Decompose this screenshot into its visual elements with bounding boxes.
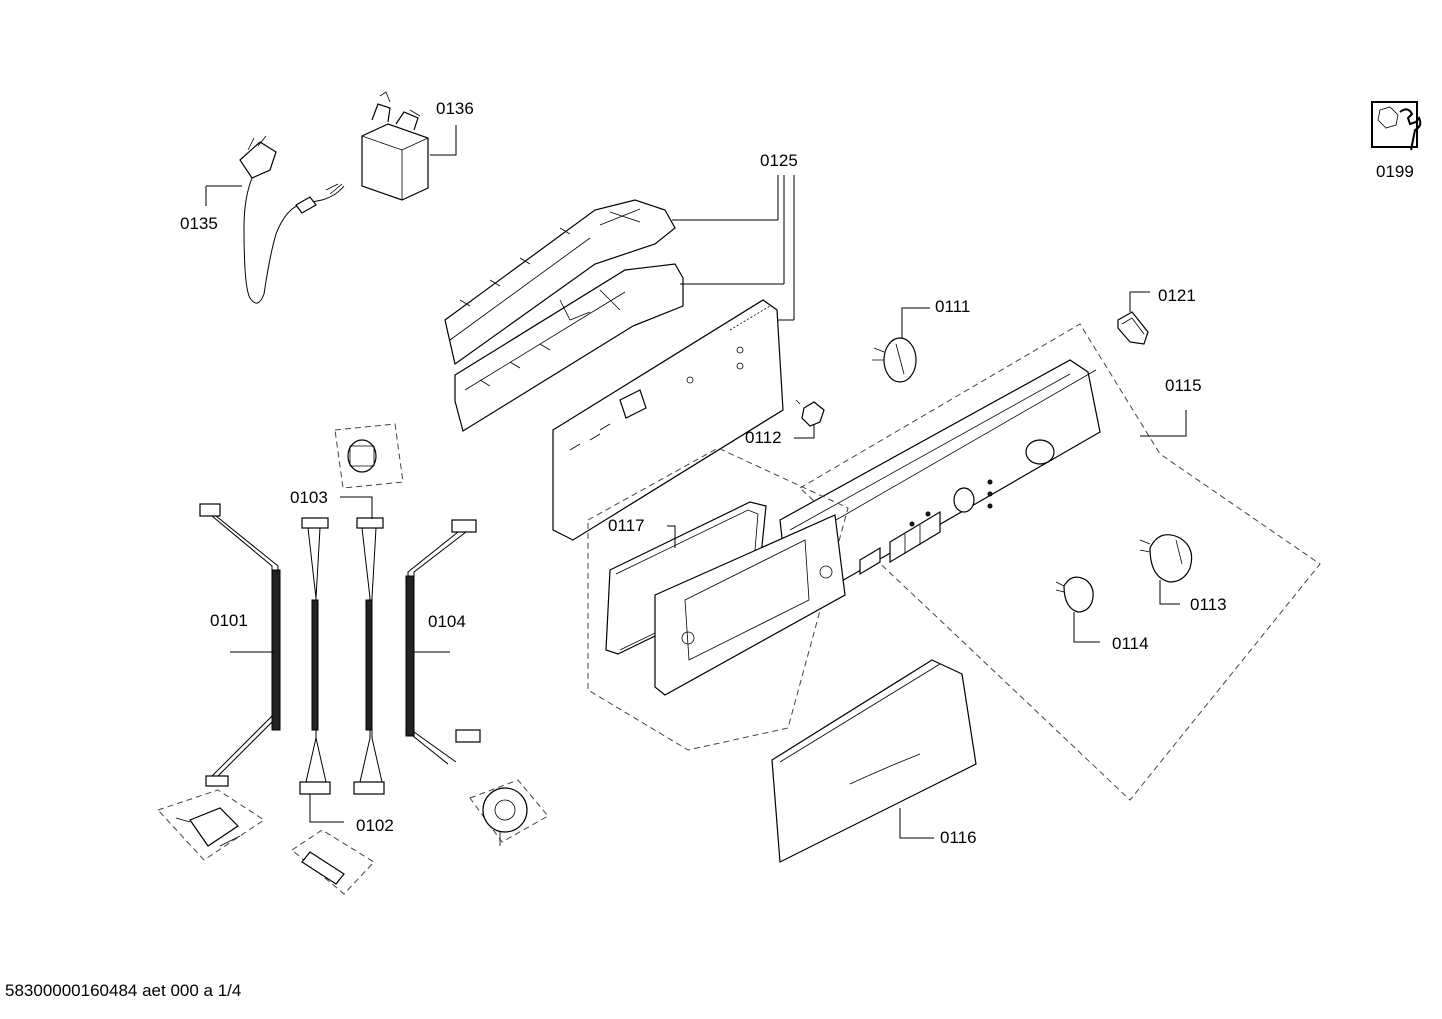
document-footer-code: 58300000160484 aet 000 a 1/4 [5,981,242,1000]
knob-insert-part [795,399,825,427]
label-0116: 0116 [940,828,977,847]
wiring-harness-center-part [299,517,385,795]
label-0102: 0102 [356,816,394,835]
label-0101: 0101 [210,611,248,630]
label-0136: 0136 [436,99,474,118]
door-lock-part [157,789,265,861]
wiring-harness-right-part [405,519,481,765]
interference-filter-part [361,91,429,201]
label-0111: 0111 [935,297,970,316]
label-0113: 0113 [1190,595,1227,614]
label-0115: 0115 [1165,376,1202,395]
label-0199: 0199 [1376,162,1414,181]
wiring-harness-left-part [199,503,281,787]
power-cord-part [239,135,345,304]
label-0104: 0104 [428,612,466,631]
label-0125: 0125 [760,151,798,170]
wrench-nut-icon [1371,101,1422,151]
drawer-handle-part [771,659,977,863]
rotary-switch-part [334,423,404,489]
heater-sensor-part [291,829,375,895]
programme-selector-knob-part [872,337,917,383]
control-module-part [444,199,784,541]
fascia-group-outline [799,323,1321,801]
drawer-frame-part [654,514,846,696]
selector-knob-small-part [1055,576,1094,613]
label-0135: 0135 [180,214,218,233]
fixing-bracket-part [1117,311,1149,345]
label-0121: 0121 [1158,286,1196,305]
label-0103: 0103 [290,488,328,507]
pressure-switch-part [469,779,549,846]
label-0112: 0112 [745,428,782,447]
label-0114: 0114 [1112,634,1149,653]
selector-knob-large-part [1139,534,1193,583]
label-0117: 0117 [608,516,645,535]
